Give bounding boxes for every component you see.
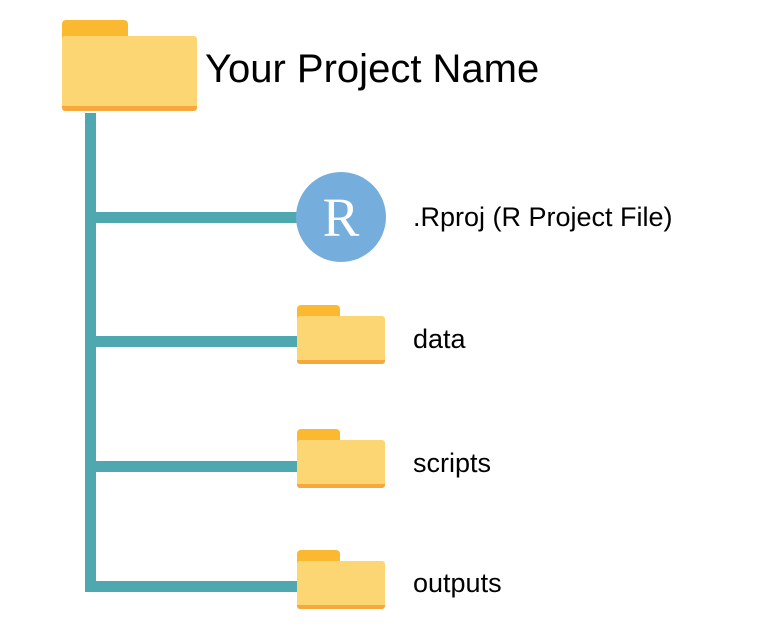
node-label-scripts: scripts (413, 448, 492, 478)
folder-tab (297, 305, 341, 319)
r-project-icon: R (296, 172, 386, 262)
folder-bottom-strip (297, 484, 385, 488)
tree-branch-line-4 (85, 581, 310, 592)
folder-tab (297, 550, 341, 564)
folder-bottom-strip (297, 360, 385, 364)
tree-branch-line-1 (85, 212, 310, 223)
folder-icon-root (62, 20, 197, 114)
folder-bottom-strip (297, 605, 385, 609)
folder-body (297, 316, 385, 364)
folder-bottom-strip (62, 106, 197, 111)
tree-branch-line-3 (85, 461, 310, 472)
tree-trunk-line (85, 113, 96, 592)
node-label-data: data (413, 324, 466, 354)
folder-body (297, 440, 385, 488)
folder-icon-outputs (297, 550, 385, 612)
tree-branch-line-2 (85, 336, 310, 347)
folder-icon-data (297, 305, 385, 367)
page-title: Your Project Name (205, 47, 540, 91)
folder-tab (62, 20, 129, 40)
folder-body (297, 561, 385, 609)
folder-icon-scripts (297, 429, 385, 491)
node-label-outputs: outputs (413, 568, 502, 598)
node-label-rproj: .Rproj (R Project File) (413, 202, 673, 232)
r-letter-glyph: R (322, 186, 360, 248)
folder-body (62, 36, 197, 110)
folder-tab (297, 429, 341, 443)
